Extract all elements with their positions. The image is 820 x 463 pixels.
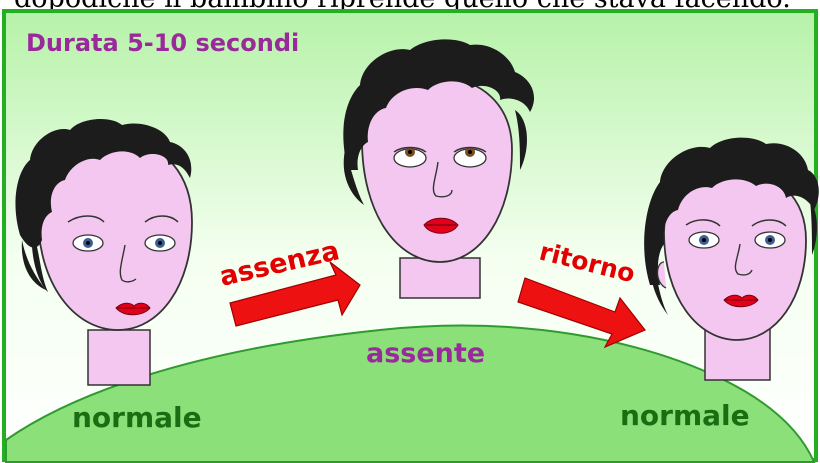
duration-label: Durata 5-10 secondi <box>26 29 299 57</box>
state-label-normal-right: normale <box>620 399 750 432</box>
state-label-normal-left: normale <box>72 401 202 434</box>
state-label-absent: assente <box>366 338 485 369</box>
